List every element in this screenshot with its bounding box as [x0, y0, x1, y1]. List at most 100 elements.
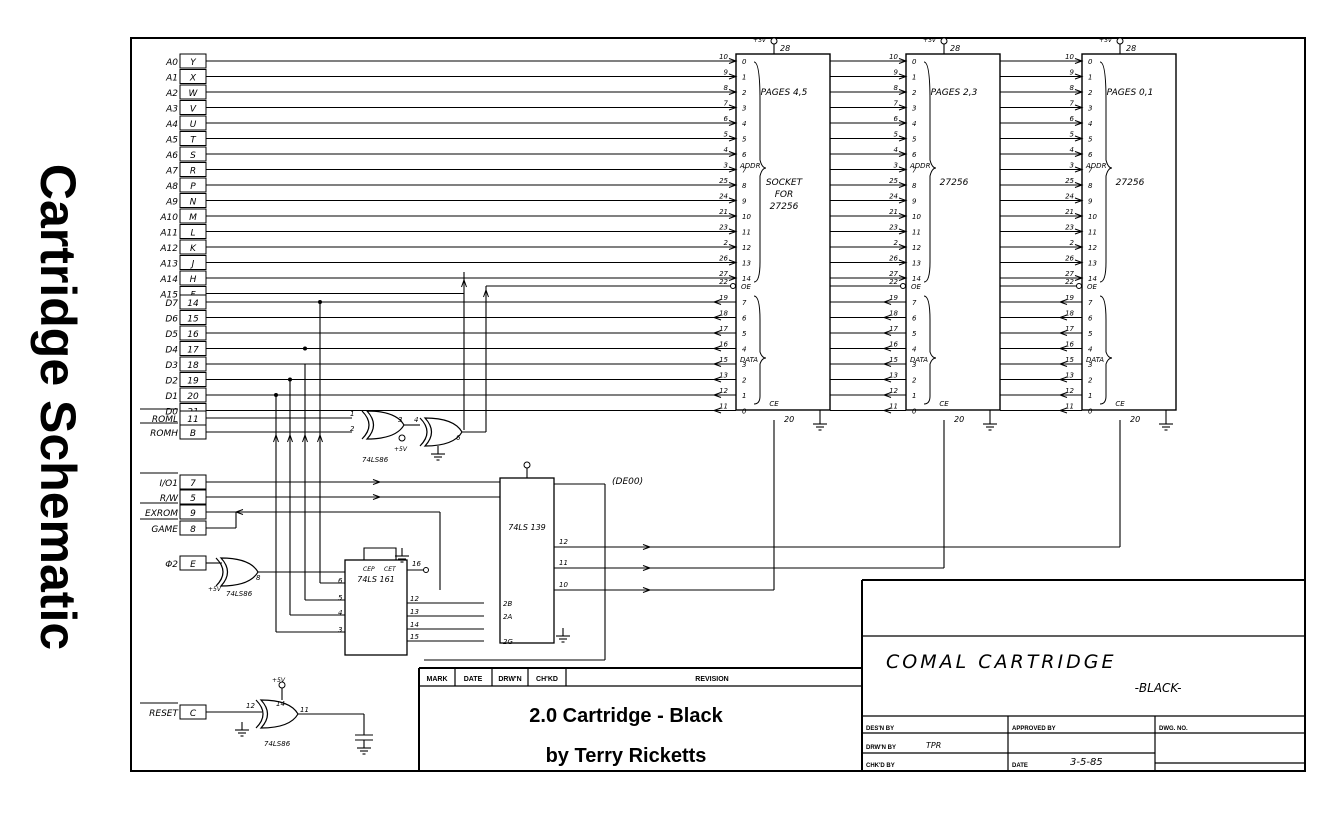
eprom-part: 27256: [1116, 178, 1145, 188]
data-bit: 0: [1088, 408, 1093, 416]
oe-pin-no: 22: [1065, 278, 1074, 286]
addr-pin-13-pin: J: [190, 260, 195, 270]
addr-arrow: [1074, 275, 1084, 281]
data-pin-5-pin: 19: [187, 377, 199, 387]
xor-part-label: 74LS86: [362, 456, 389, 464]
data-bit: 4: [912, 346, 916, 354]
data-bit: 7: [742, 299, 747, 307]
addr-bit: 7: [1088, 167, 1093, 175]
arrow: [642, 565, 652, 571]
addr-bit: 6: [742, 151, 747, 159]
addr-bit: 6: [912, 151, 917, 159]
ce-label: CE: [939, 400, 949, 408]
data-bit: 4: [742, 346, 746, 354]
addr-pin-no: 6: [724, 115, 729, 123]
decoder-pin-label: 2A: [503, 613, 512, 621]
revision-header: CH'KD: [536, 676, 558, 683]
cep-tie: [363, 547, 397, 560]
addr-pin-5-signal: A5: [165, 136, 178, 146]
addr-pin-no: 25: [719, 177, 728, 185]
addr-pin-no: 4: [724, 146, 728, 154]
addr-arrow: [728, 244, 738, 250]
addr-pin-5-pin: T: [190, 136, 197, 146]
data-arrow: [1058, 407, 1068, 414]
title-line-2: by Terry Ricketts: [546, 745, 707, 767]
addr-arrow: [898, 213, 908, 219]
pin-no: 10: [559, 581, 568, 589]
addr-bit: 8: [742, 182, 747, 190]
addr-bit: 10: [742, 213, 751, 221]
ctrl-pin-3-pin: 8: [190, 525, 196, 535]
data-pin-5-box: [179, 372, 207, 387]
data-pin-no: 17: [1065, 325, 1074, 333]
addr-arrow: [1074, 104, 1084, 111]
wires: [206, 60, 1121, 735]
reset-pin-pin: C: [190, 709, 197, 719]
data-bit: 3: [742, 361, 746, 369]
addr-pin-no: 3: [724, 162, 728, 170]
addr-bit: 5: [1088, 136, 1093, 144]
eprom-pages: PAGES 2,3: [931, 88, 978, 98]
counter-part-label: 74LS 161: [357, 575, 395, 584]
addr-bit: 12: [912, 244, 921, 252]
addr-bus-label: ADDR: [909, 162, 931, 170]
addr-pin-no: 27: [1065, 270, 1074, 278]
ctrl-pin-3-box: [179, 520, 207, 536]
data-bit: 3: [1088, 361, 1092, 369]
data-pin-no: 17: [719, 325, 728, 333]
vcc-pin: 28: [1126, 44, 1136, 53]
data-arrow: [1058, 345, 1068, 352]
vcc-pin: 28: [950, 44, 960, 53]
addr-pin-8-signal: A8: [165, 182, 178, 192]
data-brace: [923, 295, 937, 405]
data-pin-no: 19: [1065, 294, 1074, 302]
counter-pin-label: CET: [384, 566, 397, 573]
ctrl-pin-1-pin: 5: [190, 494, 196, 504]
addr-bit: 7: [742, 167, 747, 175]
addr-pin-10-pin: M: [189, 213, 197, 223]
addr-arrow: [728, 73, 738, 80]
oe-bubble: [900, 283, 906, 289]
addr-pin-no: 5: [1070, 131, 1075, 139]
ctrl-pin-2-pin: 9: [190, 509, 196, 519]
tc-bubble: [423, 567, 429, 573]
oe-label: OE: [1087, 283, 1098, 291]
xor-back: [215, 557, 224, 587]
pin-no: 12: [410, 595, 419, 603]
addr-arrow: [898, 166, 908, 173]
revision-header: REVISION: [695, 676, 728, 683]
addr-pin-no: 8: [894, 84, 899, 92]
data-bit: 5: [912, 330, 917, 338]
pin-no: 15: [410, 633, 419, 641]
pin-no: 16: [412, 560, 421, 568]
addr-bit: 5: [742, 136, 747, 144]
data-bit: 5: [1088, 330, 1093, 338]
addr-pin-10-signal: A10: [159, 213, 178, 223]
data-pin-no: 11: [889, 403, 898, 411]
data-arrow: [712, 361, 722, 367]
addr-pin-no: 10: [719, 53, 728, 61]
arrow: [234, 509, 244, 515]
data-bit: 7: [912, 299, 917, 307]
data-arrow: [882, 314, 892, 321]
addr-arrow: [1074, 135, 1084, 142]
addr-pin-no: 26: [719, 255, 728, 263]
ctrl-pin-2-signal: EXROM: [145, 509, 178, 519]
addr-arrow: [898, 73, 908, 80]
data-arrow: [1058, 314, 1068, 321]
data-arrow: [1058, 299, 1068, 305]
arrow: [287, 433, 293, 443]
xor-gate-phi2: [215, 557, 259, 587]
data-bit: 2: [912, 377, 917, 385]
data-pin-1-box: [179, 310, 207, 325]
addr-bit: 11: [1088, 229, 1097, 237]
data-arrow: [712, 407, 722, 414]
addr-bit: 0: [742, 58, 747, 66]
arrow: [642, 587, 652, 593]
pin-no: 3: [338, 626, 342, 634]
addr-arrow: [898, 275, 908, 281]
data-bit: 6: [912, 315, 917, 323]
addr-pin-no: 24: [1065, 193, 1074, 201]
arrow: [302, 433, 308, 443]
addr-pin-14-box: [179, 270, 207, 286]
